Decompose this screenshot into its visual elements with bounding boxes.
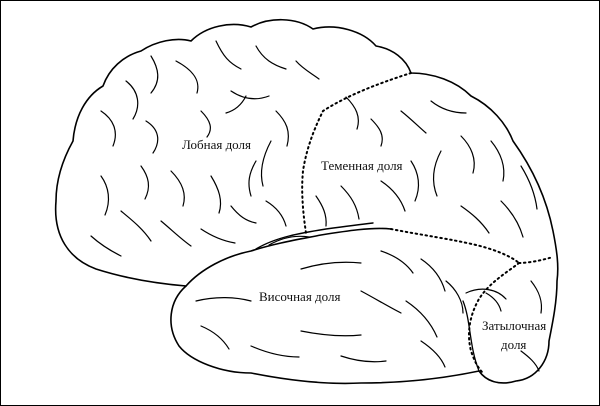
boundary-occipital: [468, 256, 554, 374]
parietal-sulci: [315, 96, 538, 238]
lateral-fissure-inner: [268, 235, 310, 246]
occipital-sulci: [485, 280, 543, 372]
occipital-lobe-label-line2: доля: [501, 337, 527, 352]
occipital-contour: [462, 300, 480, 372]
temporal-sulci: [195, 250, 464, 368]
boundary-frontal-parietal: [301, 72, 412, 234]
frontal-sulci: [90, 40, 320, 257]
lateral-fissure: [255, 222, 374, 250]
temporal-lobe-outline: [170, 227, 480, 385]
temporal-lobe-label: Височная доля: [259, 289, 341, 304]
boundary-parietal-occipital: [390, 228, 520, 264]
occipital-lobe-label-line1: Затылочная: [482, 318, 547, 333]
frontal-lobe-label: Лобная доля: [182, 137, 251, 152]
parietal-lobe-label: Теменная доля: [321, 158, 403, 173]
brain-outline: [54, 18, 559, 384]
occipital-contour-2: [465, 288, 507, 300]
